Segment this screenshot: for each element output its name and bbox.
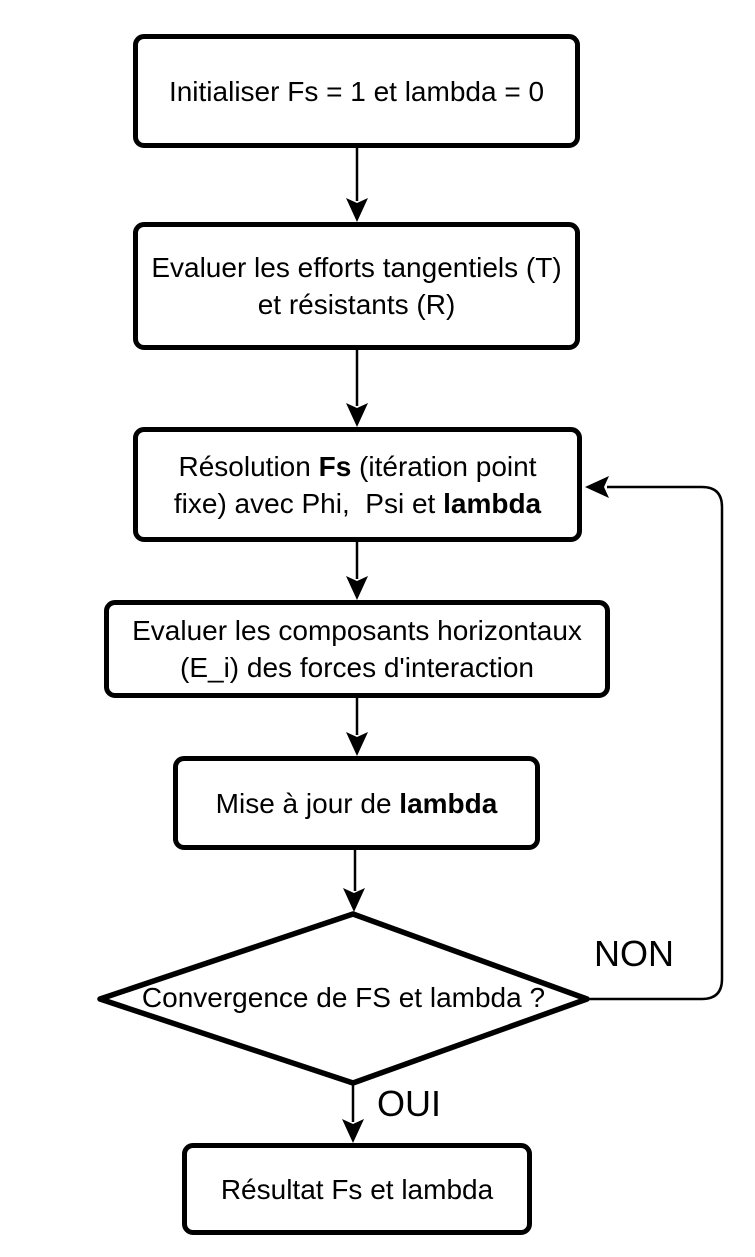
arrowhead-resolution-to-components-icon xyxy=(346,576,368,600)
arrowhead-loop-to-resolution-icon xyxy=(585,476,609,498)
node-evaluer-composants-line1: Evaluer les composants horizontaux xyxy=(132,615,582,646)
node-evaluer-efforts-line2: et résistants (R) xyxy=(257,289,456,320)
node-evaluer-composants: Evaluer les composants horizontaux (E_i)… xyxy=(104,600,610,698)
node-resolution-fs: Résolution Fs (itération point fixe) ave… xyxy=(133,427,582,542)
node-resolution-fs-line2: fixe) avec Phi, Psi et lambda xyxy=(173,487,542,519)
arrowhead-efforts-to-resolution-icon xyxy=(346,403,368,427)
edge-label-non: NON xyxy=(594,933,674,974)
node-resultat: Résultat Fs et lambda xyxy=(182,1143,532,1235)
arrowhead-init-to-efforts-icon xyxy=(346,198,368,222)
arrowhead-components-to-update-icon xyxy=(346,732,368,756)
arrowhead-decision-to-result-icon xyxy=(342,1119,364,1143)
decision-convergence-text: Convergence de FS et lambda ? xyxy=(141,982,546,1013)
loop-decision-to-resolution xyxy=(587,485,724,1001)
edge-label-oui: OUI xyxy=(377,1083,442,1124)
node-initialiser: Initialiser Fs = 1 et lambda = 0 xyxy=(133,34,580,148)
node-evaluer-efforts: Evaluer les efforts tangentiels (T) et r… xyxy=(133,222,580,350)
node-initialiser-text: Initialiser Fs = 1 et lambda = 0 xyxy=(168,75,545,107)
node-resultat-text: Résultat Fs et lambda xyxy=(220,1173,494,1205)
node-resolution-fs-line1: Résolution Fs (itération point xyxy=(178,450,537,482)
node-mise-a-jour-lambda: Mise à jour de lambda xyxy=(173,756,540,850)
arrowhead-update-to-decision-icon xyxy=(343,888,365,912)
node-evaluer-efforts-line1: Evaluer les efforts tangentiels (T) xyxy=(151,252,562,283)
node-evaluer-composants-line2: (E_i) des forces d'interaction xyxy=(180,652,534,683)
node-mise-a-jour-lambda-text: Mise à jour de lambda xyxy=(215,787,498,819)
